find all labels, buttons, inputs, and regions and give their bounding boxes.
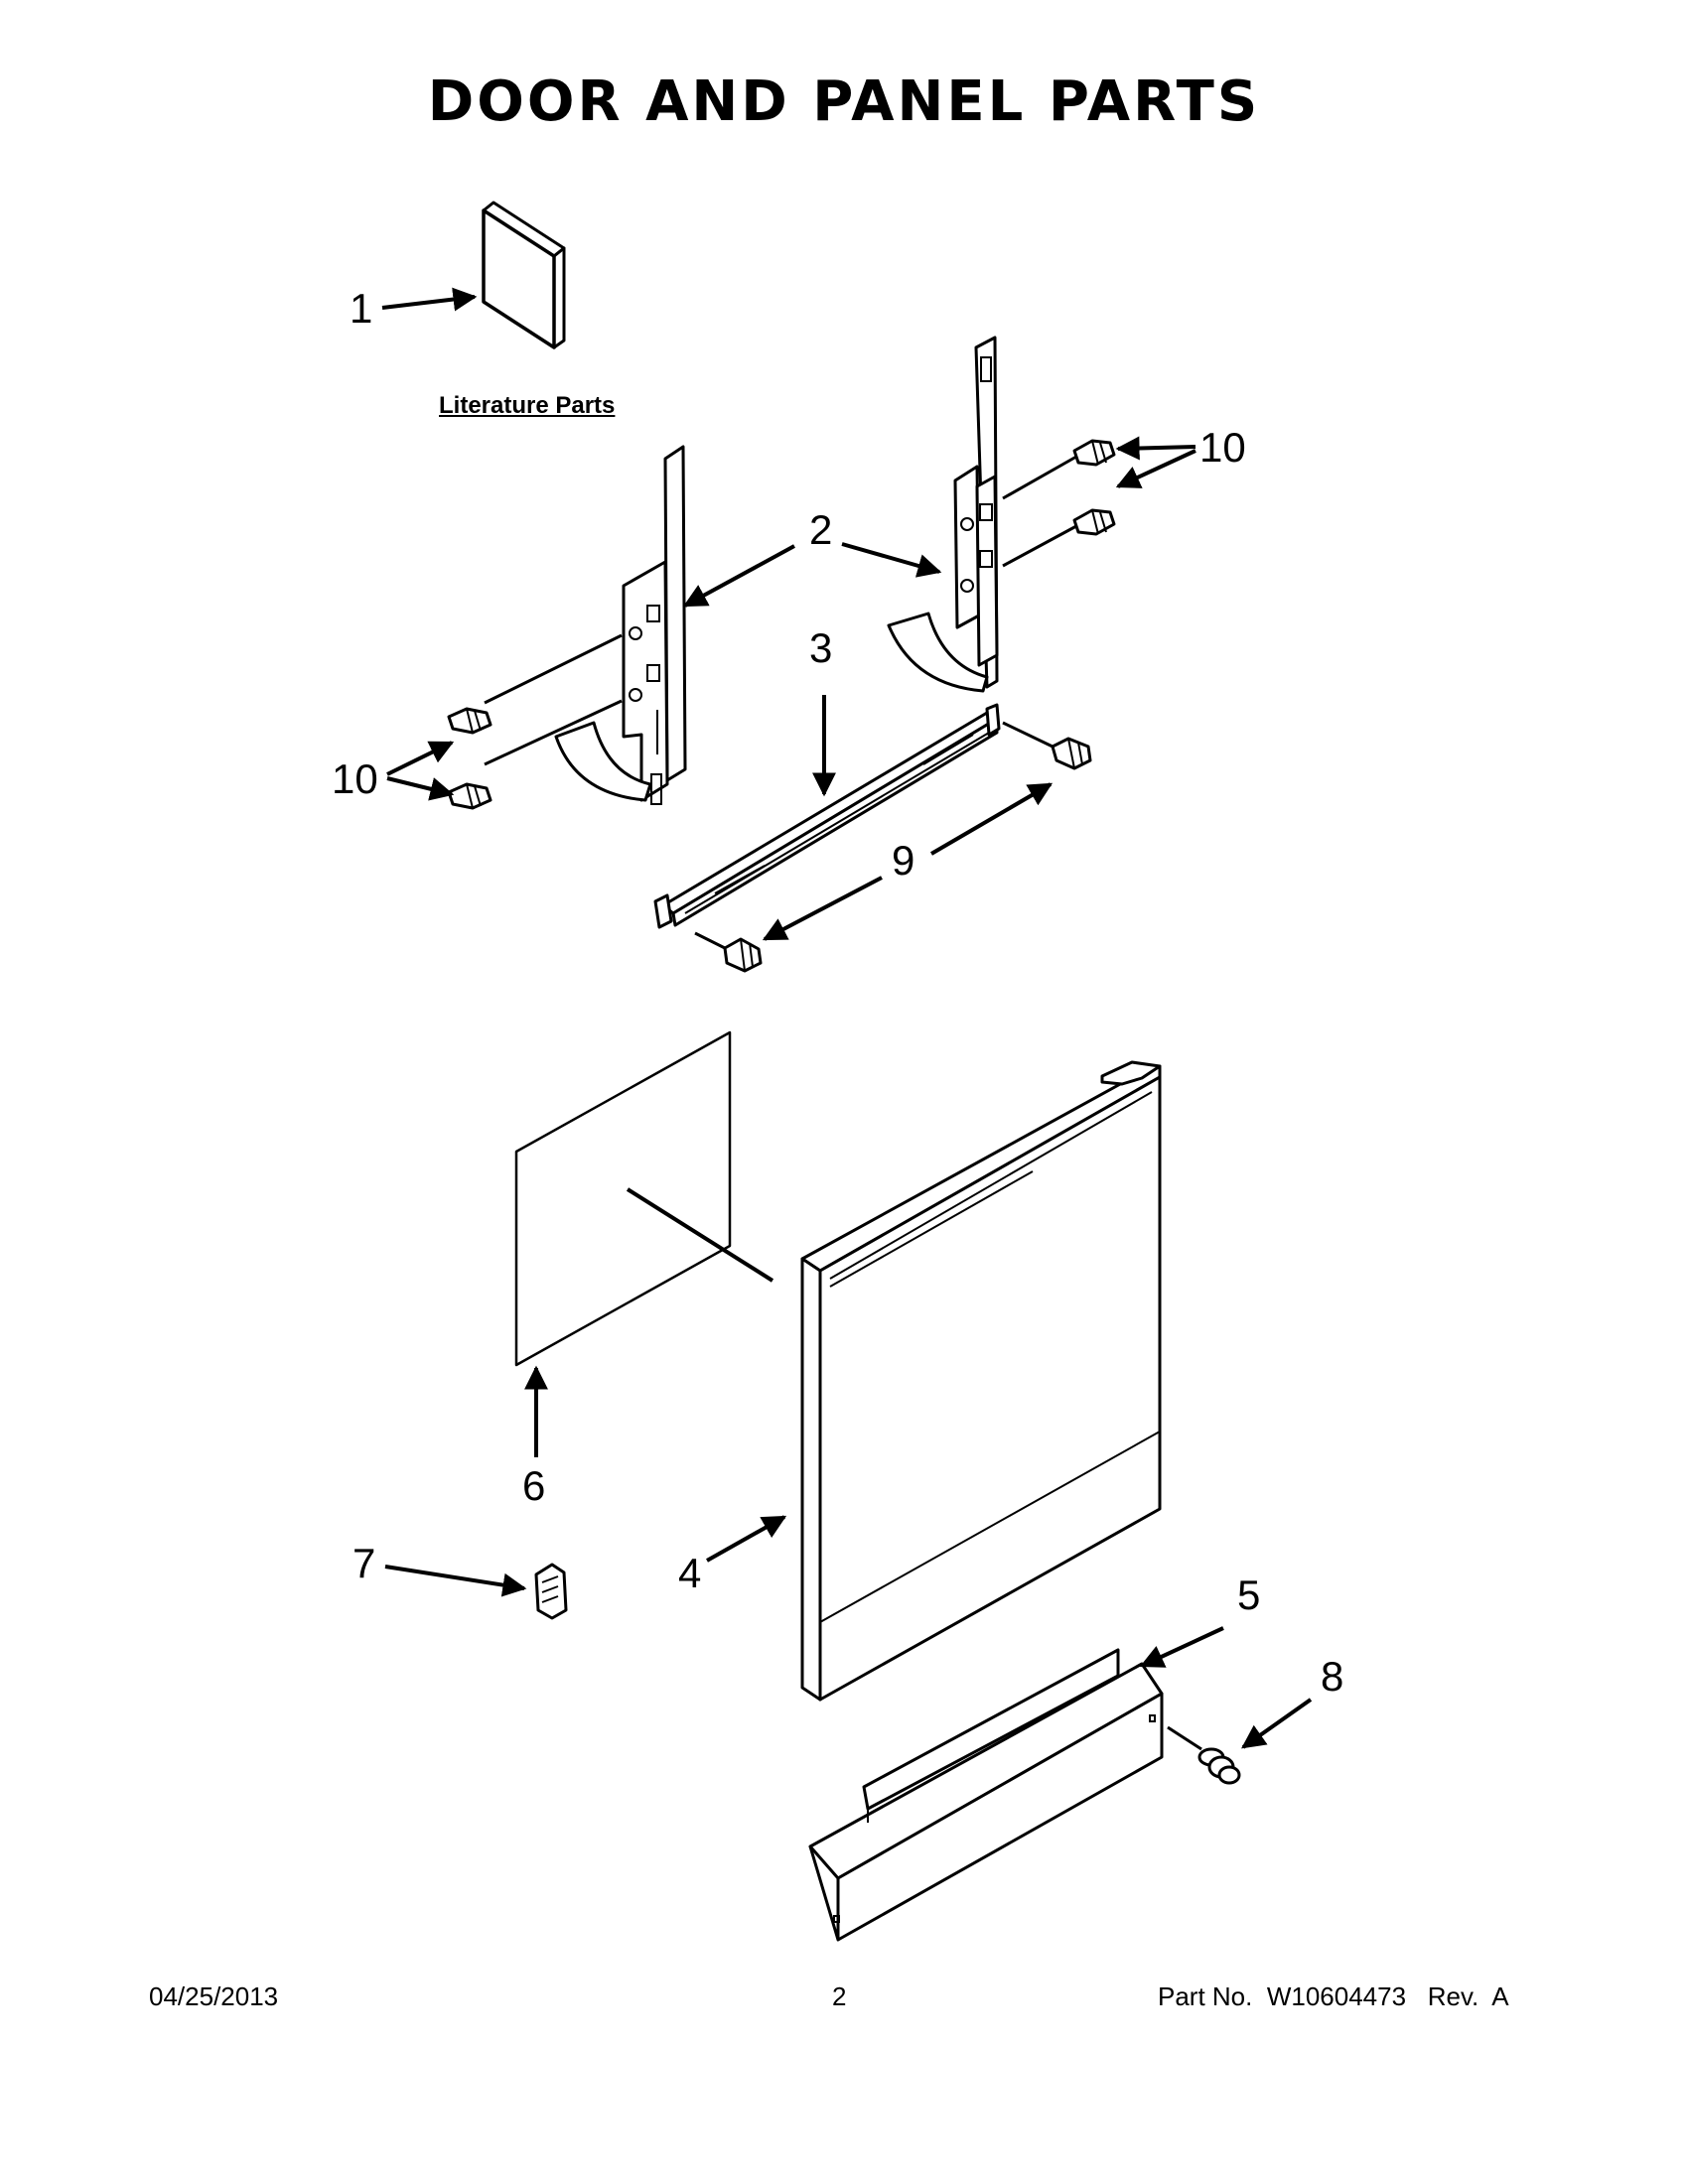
literature-booklet xyxy=(482,201,566,349)
panel-sheet xyxy=(514,1030,732,1367)
fastener-8 xyxy=(1197,1747,1241,1785)
panel-install-line xyxy=(626,1187,774,1283)
door-trim-rail xyxy=(653,703,1001,929)
callout-2: 2 xyxy=(809,506,833,553)
screw-left-upper xyxy=(447,707,492,735)
callout-9: 9 xyxy=(892,837,915,884)
leader-4 xyxy=(706,1515,787,1563)
screw-guide-right-upper xyxy=(1002,455,1077,500)
literature-parts-label: Literature Parts xyxy=(439,392,616,419)
screw-guide-right-lower xyxy=(1002,524,1077,568)
leader-9-top xyxy=(929,782,1054,856)
screw-right-upper xyxy=(1072,439,1116,467)
screw-guide-9-bottom xyxy=(694,931,726,950)
hinge-bracket-right xyxy=(887,336,999,693)
screw-9-top xyxy=(1051,737,1092,770)
leader-5 xyxy=(1139,1626,1224,1668)
leader-10-left-a xyxy=(386,741,455,776)
screw-guide-left-upper xyxy=(484,633,623,705)
leader-1 xyxy=(381,287,478,312)
screw-left-lower xyxy=(447,782,492,810)
screw-guide-9-top xyxy=(1002,721,1054,749)
leader-10-right-b xyxy=(1115,449,1196,488)
footer-part-number: Part No. W10604473 Rev. A xyxy=(1158,1981,1509,2011)
leader-8 xyxy=(1241,1698,1313,1749)
screw-guide-left-lower xyxy=(484,699,623,766)
leader-10-left-b xyxy=(386,776,455,801)
callout-10-left: 10 xyxy=(332,755,378,802)
callout-7: 7 xyxy=(352,1540,376,1586)
callout-3: 3 xyxy=(809,624,833,671)
leader-2-right xyxy=(841,542,942,578)
callout-6: 6 xyxy=(522,1462,546,1509)
footer-date: 04/25/2013 xyxy=(149,1981,279,2011)
screw-guide-8 xyxy=(1167,1725,1202,1751)
screw-9-bottom xyxy=(723,937,763,973)
door-panel xyxy=(800,1060,1162,1702)
screw-right-lower xyxy=(1072,508,1116,536)
leader-2-left xyxy=(682,544,795,608)
leader-10-right-a xyxy=(1115,436,1196,461)
callout-10-right: 10 xyxy=(1199,424,1246,471)
toe-kick-panel xyxy=(808,1648,1164,1942)
hinge-bracket-left xyxy=(554,445,687,805)
leader-9-bottom xyxy=(762,876,883,941)
callout-4: 4 xyxy=(678,1550,702,1596)
page-title: DOOR AND PANEL PARTS xyxy=(427,69,1261,134)
clip-part xyxy=(534,1563,568,1620)
callout-8: 8 xyxy=(1321,1653,1344,1700)
footer-page-number: 2 xyxy=(832,1981,847,2011)
callout-5: 5 xyxy=(1237,1571,1261,1618)
callout-1: 1 xyxy=(350,285,373,332)
leader-7 xyxy=(384,1565,527,1597)
